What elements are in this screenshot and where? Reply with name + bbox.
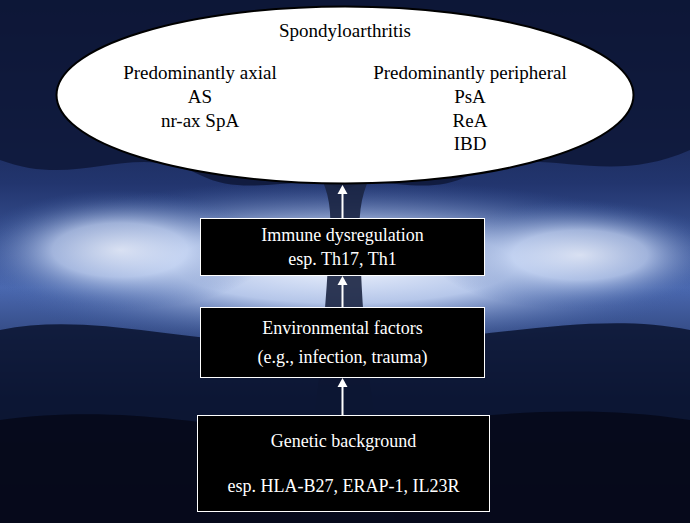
diagram-heading: Spondyloarthritis <box>279 19 411 43</box>
box-heading: Genetic background <box>271 430 416 453</box>
factor-box: Environmental factors (e.g., infection, t… <box>200 307 485 378</box>
subtype-label: ReA <box>453 109 488 133</box>
subtype-label: AS <box>188 85 212 109</box>
factor-box: Genetic background esp. HLA-B27, ERAP-1, … <box>197 415 490 512</box>
up-arrow <box>338 276 348 307</box>
box-heading: Immune dysregulation <box>261 224 423 247</box>
subtype-label: IBD <box>454 132 487 156</box>
box-detail: esp. HLA-B27, ERAP-1, IL23R <box>228 475 460 498</box>
subtype-label: PsA <box>454 85 486 109</box>
factor-box: Immune dysregulationesp. Th17, Th1 <box>200 218 485 276</box>
subtype-label: Predominantly peripheral <box>373 61 567 85</box>
subtype-column: Predominantly peripheralPsAReAIBD <box>373 61 567 156</box>
box-detail: esp. Th17, Th1 <box>288 248 396 271</box>
subtype-label: Predominantly axial <box>123 61 277 85</box>
box-heading: Environmental factors <box>262 317 422 340</box>
up-arrow <box>338 185 348 218</box>
subtype-label: nr-ax SpA <box>161 109 239 133</box>
up-arrow <box>338 378 348 415</box>
subtype-column: Predominantly axialASnr-ax SpA <box>123 61 277 132</box>
disease-ellipse: SpondyloarthritisPredominantly axialASnr… <box>55 5 635 185</box>
box-detail: (e.g., infection, trauma) <box>258 346 428 369</box>
title-group: Spondyloarthritis <box>279 19 411 43</box>
